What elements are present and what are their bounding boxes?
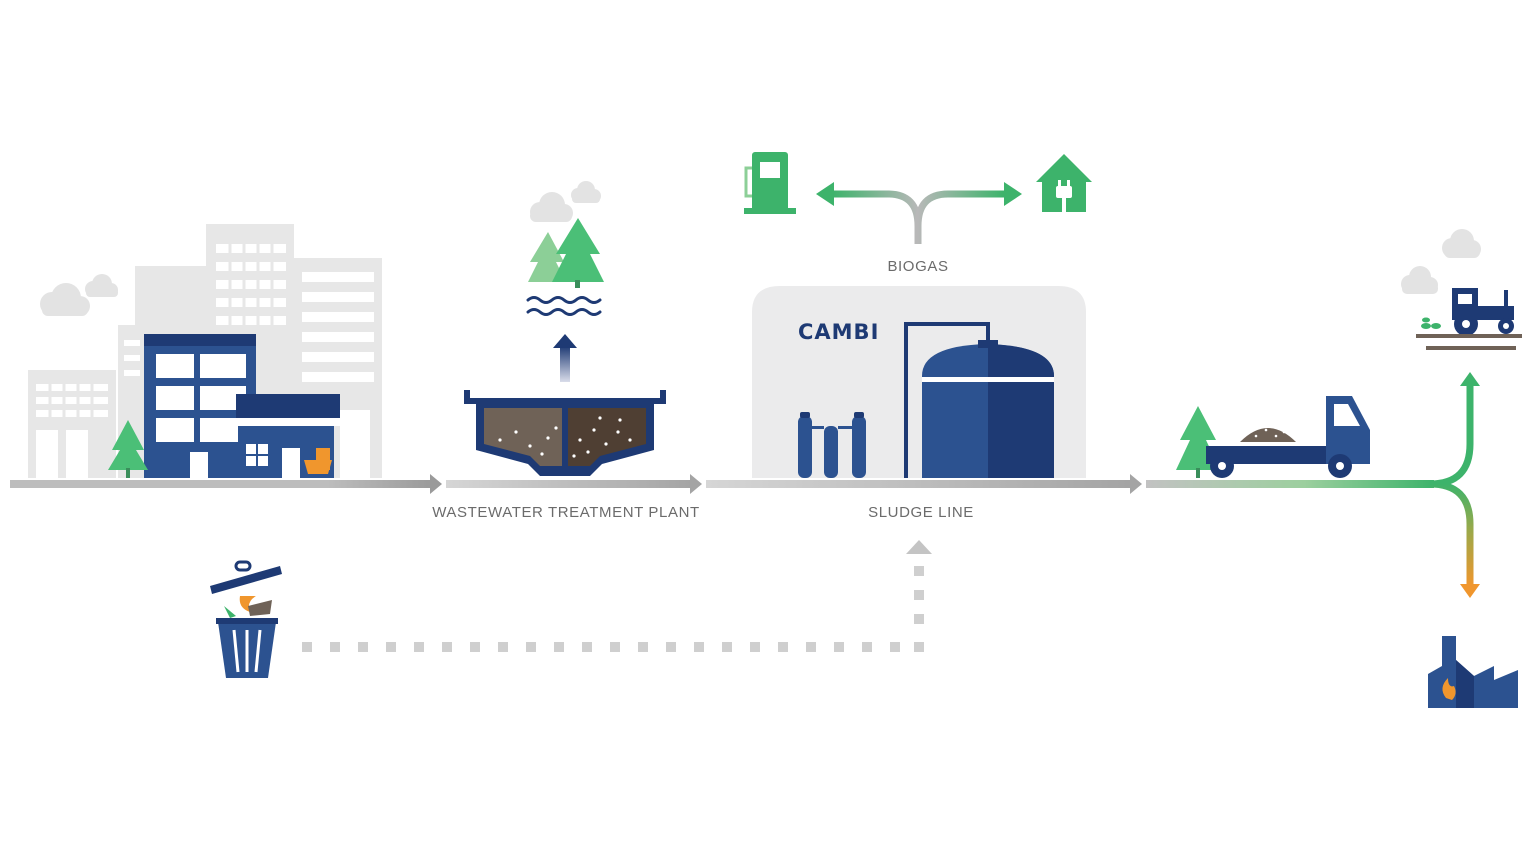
main-flow-line bbox=[10, 474, 1434, 494]
up-arrow bbox=[553, 334, 577, 382]
cloud-icon bbox=[85, 274, 118, 297]
biogas-split-arrows bbox=[816, 182, 1022, 244]
tree-icon bbox=[108, 420, 148, 478]
cambi-logo: CAMBI bbox=[798, 320, 879, 344]
digester-tank-icon bbox=[798, 322, 1054, 478]
factory-icon bbox=[1428, 636, 1518, 708]
house-plug-icon bbox=[1036, 154, 1092, 212]
wwtp-label: WASTEWATER TREATMENT PLANT bbox=[432, 504, 700, 521]
cloud-icon bbox=[1401, 266, 1438, 294]
treatment-tank-icon bbox=[464, 390, 666, 476]
truck-icon bbox=[1206, 396, 1370, 478]
cloud-icon bbox=[1442, 229, 1481, 258]
output-branches bbox=[1429, 372, 1480, 598]
food-waste-path bbox=[302, 540, 932, 652]
fuel-pump-icon bbox=[744, 152, 796, 214]
cloud-icon bbox=[530, 192, 573, 222]
biogas-label: BIOGAS bbox=[887, 258, 948, 275]
cloud-icon bbox=[571, 181, 601, 203]
sludge-line-label: SLUDGE LINE bbox=[868, 504, 974, 521]
clean-water-icon bbox=[526, 218, 604, 316]
trash-bin-icon bbox=[210, 560, 282, 678]
cloud-icon bbox=[40, 283, 90, 316]
tractor-icon bbox=[1416, 288, 1522, 350]
city-buildings-icon bbox=[28, 224, 382, 478]
toilet-icon bbox=[304, 448, 332, 474]
